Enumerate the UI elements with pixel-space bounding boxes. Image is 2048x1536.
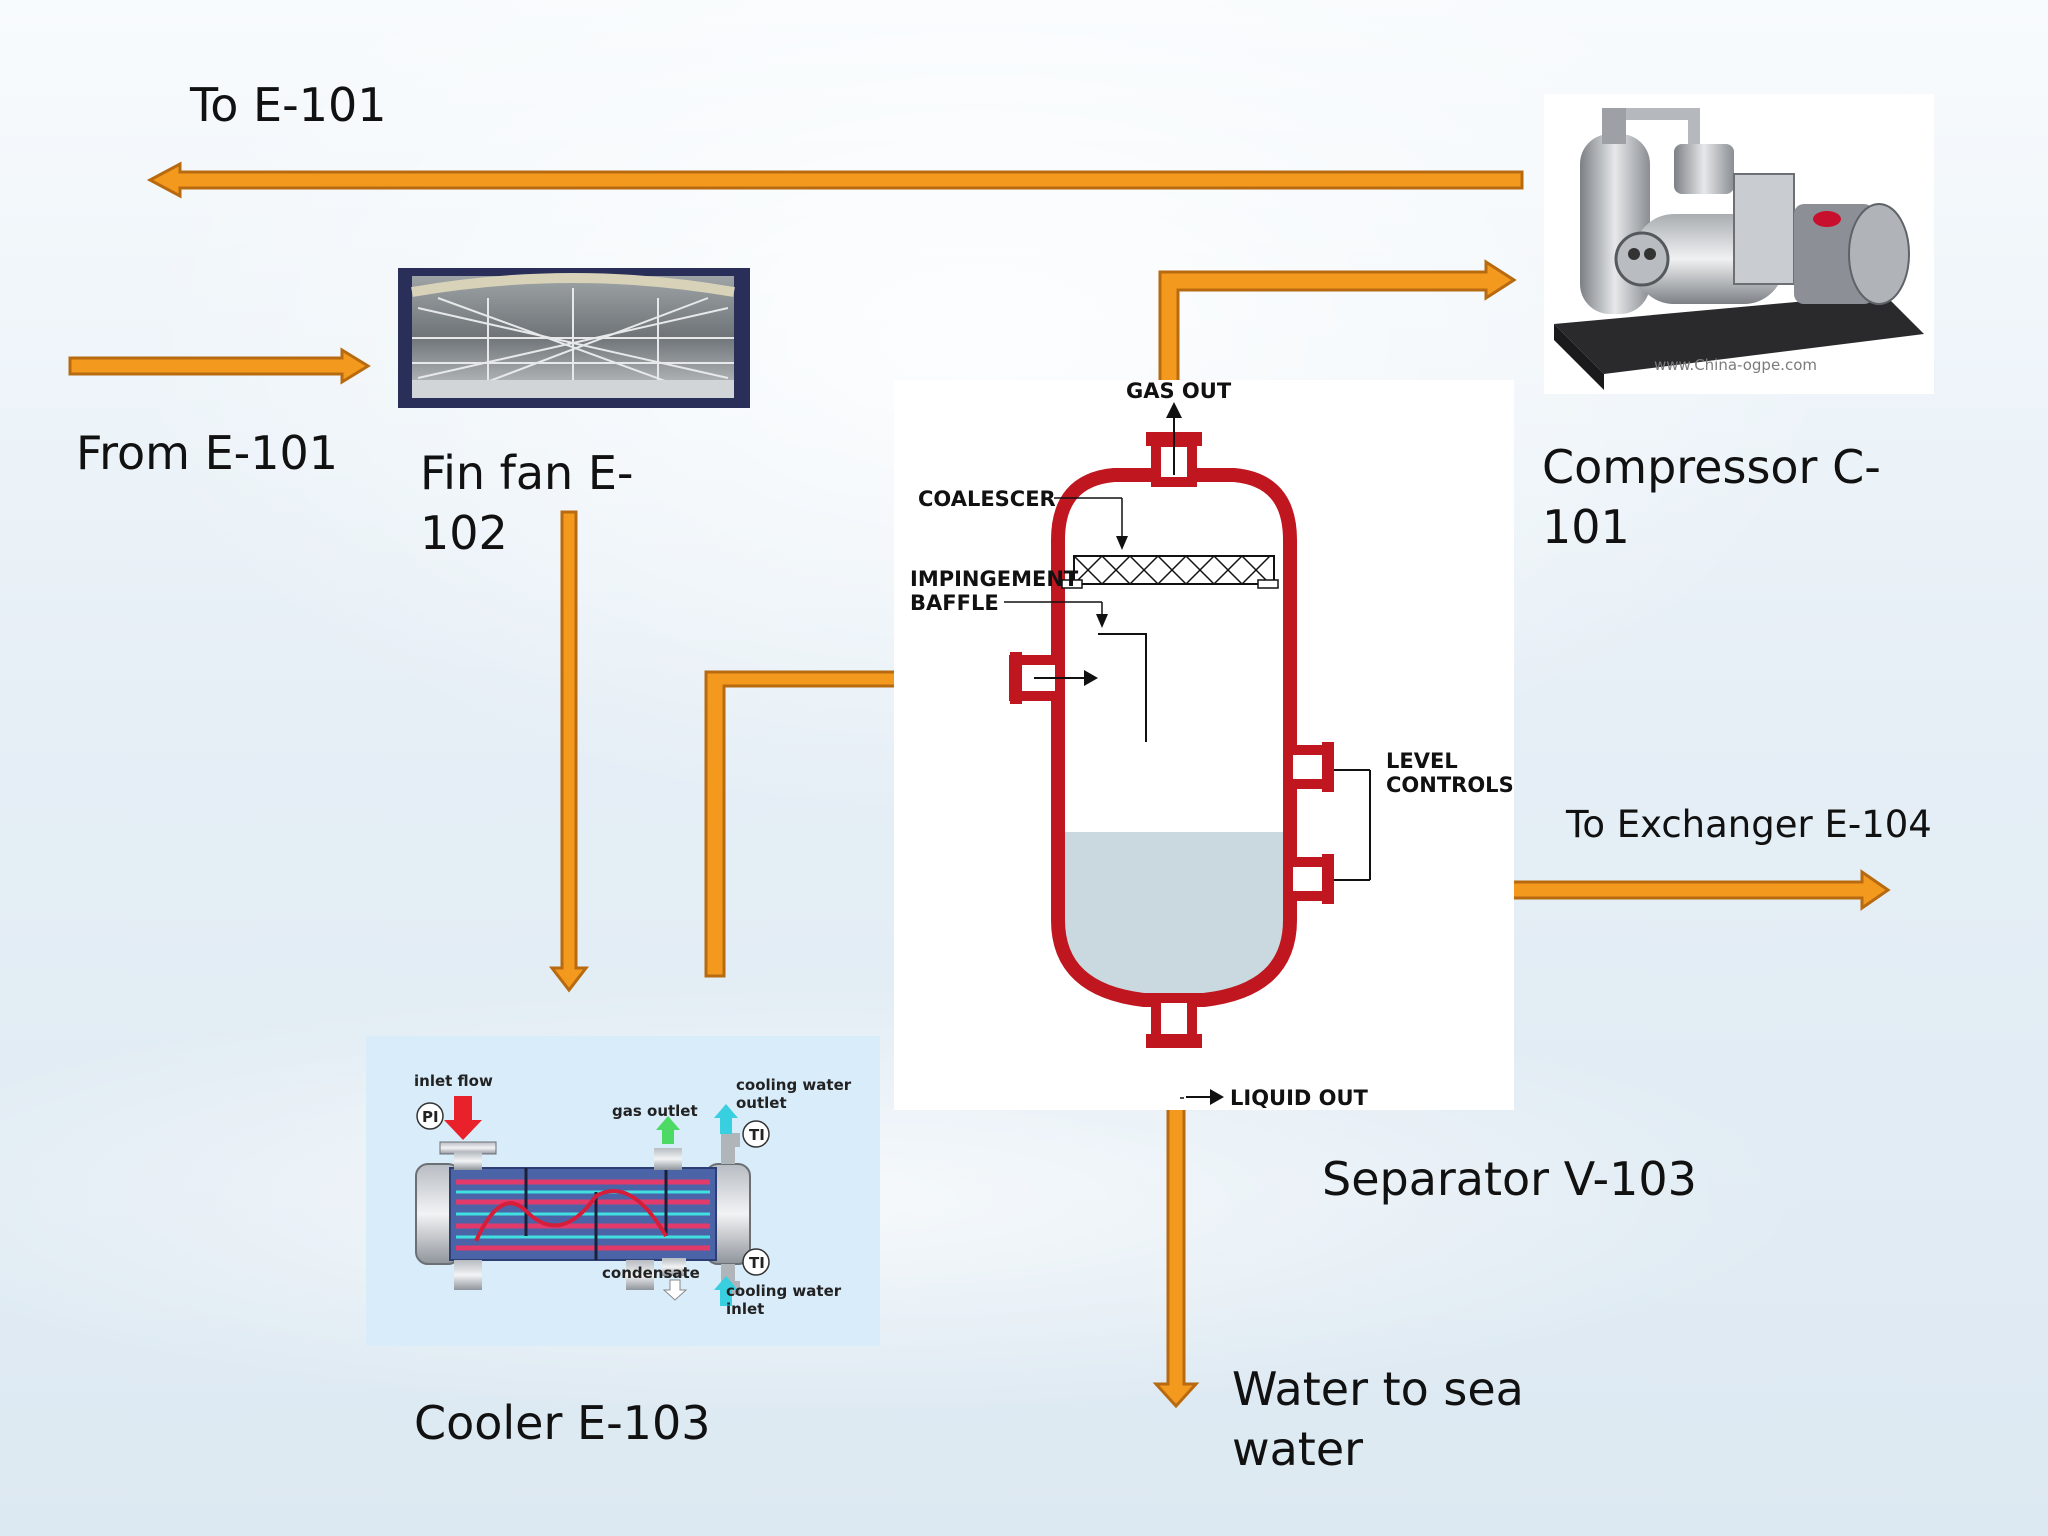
liquid-out-label: LIQUID OUT [1230,1086,1369,1110]
fin-fan-image [398,268,750,408]
fin-fan-label-line1: Fin fan E- [420,446,634,500]
baffle-label: BAFFLE [910,591,999,615]
separator-label: Separator V-103 [1322,1152,1697,1206]
compressor-watermark: www.China-ogpe.com [1654,356,1817,374]
ti-inlet-label: TI [749,1254,765,1272]
to-e101-label: To E-101 [190,78,387,132]
impingement-label: IMPINGEMENT [910,567,1079,591]
water-to-sea-label-line1: Water to sea [1232,1362,1524,1416]
controls-label: CONTROLS [1386,773,1514,797]
cooler-label: Cooler E-103 [414,1396,711,1450]
cooling-water-inlet-label-1: cooling water [726,1282,842,1300]
arrow-finfan-to-cooler [548,510,590,993]
compressor-label-line1: Compressor C- [1542,440,1881,494]
from-e101-label: From E-101 [76,426,339,480]
fin-fan-label-line2: 102 [420,506,508,560]
compressor-label-line2: 101 [1542,500,1630,554]
level-label: LEVEL [1386,749,1458,773]
coalescer-label: COALESCER [918,487,1056,511]
cooling-water-inlet-label-2: inlet [726,1300,764,1318]
gas-outlet-label: gas outlet [612,1102,698,1120]
compressor-image: www.China-ogpe.com [1544,94,1934,394]
arrow-from-e101 [68,347,371,385]
separator-drawing: GAS OUT COALESCER IMPINGEMENT BAFFLE LEV… [894,380,1514,1110]
gas-out-label: GAS OUT [1126,380,1232,403]
cooling-water-outlet-label-1: cooling water [736,1076,852,1094]
inlet-flow-label: inlet flow [414,1072,493,1090]
water-to-sea-label-line2: water [1232,1422,1364,1476]
to-exchanger-label: To Exchanger E-104 [1566,803,1932,846]
arrow-to-e101 [146,161,1524,199]
ti-outlet-label: TI [749,1126,765,1144]
pi-label: PI [422,1108,439,1126]
condensate-label: condensate [602,1264,700,1282]
cooler-drawing: inlet flow PI gas outlet cooling water o… [366,1036,880,1346]
cooling-water-outlet-label-2: outlet [736,1094,787,1112]
arrow-gas-to-compressor [1158,259,1517,402]
